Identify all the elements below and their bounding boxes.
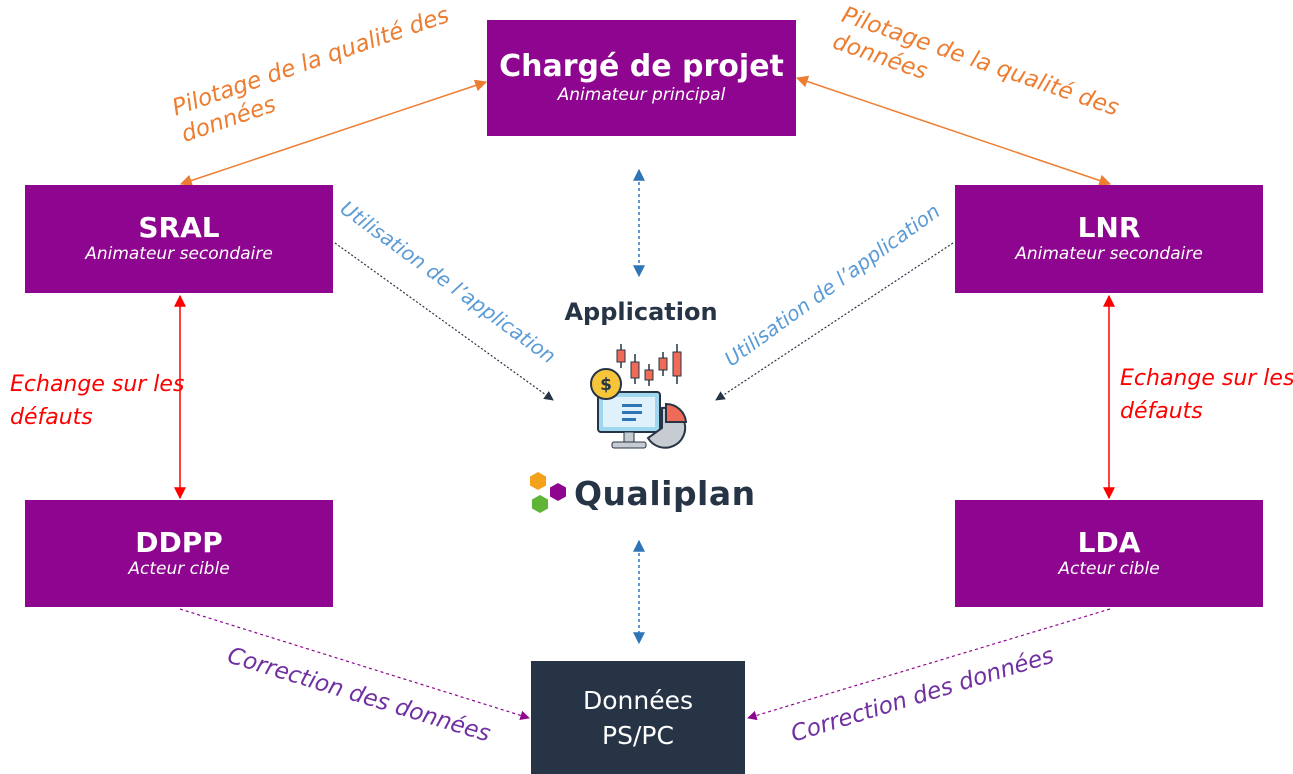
pilotage-left-arrow — [179, 79, 488, 187]
correction-left-arrow — [179, 608, 530, 721]
label-line2: défauts — [1120, 399, 1203, 424]
node-subtitle: Animateur secondaire — [85, 244, 273, 265]
node-title: Chargé de projet — [499, 49, 784, 85]
node-subtitle: Acteur cible — [128, 558, 230, 579]
echange-left-label: Echange sur les défauts — [10, 368, 184, 434]
node-title: SRAL — [138, 211, 220, 245]
label-line1: Echange sur les — [1120, 366, 1293, 391]
node-ddpp: DDPP Acteur cible — [25, 500, 333, 607]
node-subtitle: Animateur principal — [557, 84, 726, 105]
node-title: DDPP — [135, 525, 223, 559]
node-subtitle: Acteur cible — [1058, 558, 1160, 579]
svg-text:$: $ — [600, 375, 612, 395]
node-title-line2: PS/PC — [602, 720, 674, 750]
application-title: Application — [564, 298, 718, 326]
node-lda: LDA Acteur cible — [955, 500, 1263, 607]
node-title: LDA — [1077, 525, 1141, 559]
label-line1: Echange sur les — [10, 372, 185, 397]
label-line2: défauts — [10, 405, 93, 430]
node-donnees-ps-pc: Données PS/PC — [531, 661, 745, 774]
qualiplan-logo-text: Qualiplan — [574, 474, 756, 513]
node-sral: SRAL Animateur secondaire — [25, 185, 333, 293]
node-lnr: LNR Animateur secondaire — [955, 185, 1263, 293]
node-title-line1: Données — [582, 685, 694, 715]
qualiplan-logo-icon — [530, 472, 566, 513]
utilisation-left-arrow — [334, 242, 554, 401]
node-charge-de-projet: Chargé de projet Animateur principal — [487, 20, 796, 136]
pilotage-right-arrow — [795, 75, 1112, 187]
dashboard-monitor-icon: $ — [590, 344, 688, 449]
node-subtitle: Animateur secondaire — [1015, 244, 1203, 265]
node-title: LNR — [1077, 211, 1141, 245]
echange-right-label: Echange sur les défauts — [1120, 362, 1293, 428]
utilisation-right-arrow — [715, 242, 954, 401]
